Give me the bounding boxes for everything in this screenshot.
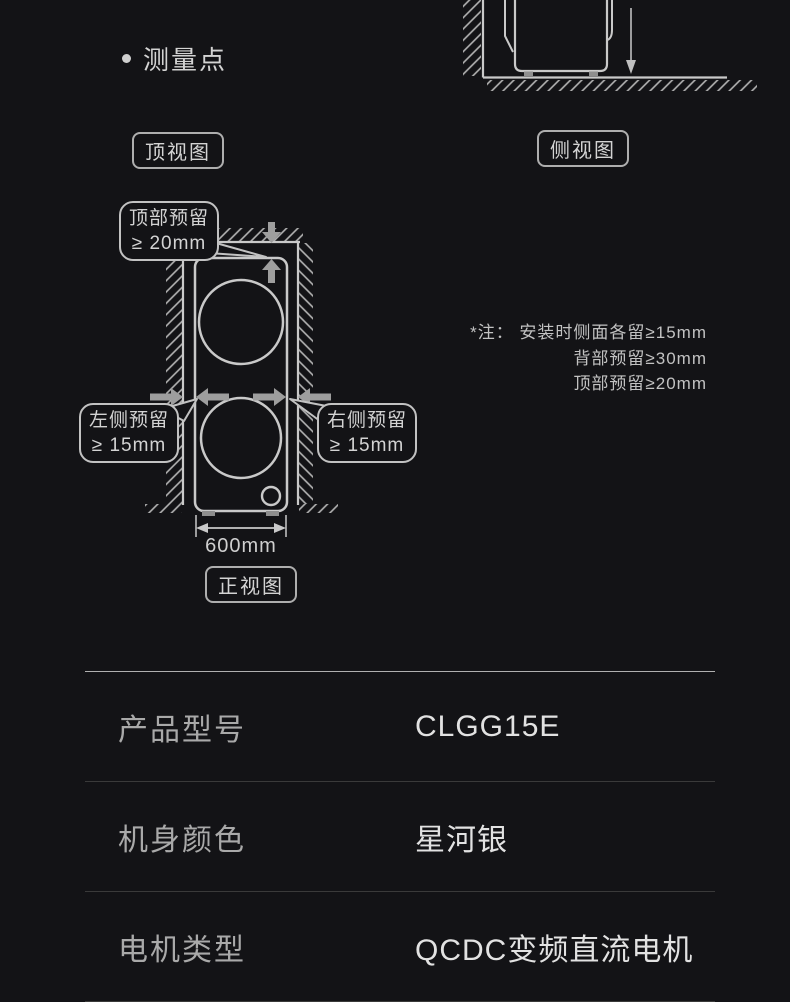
top-clearance-callout-title: 顶部预留 [129,208,210,229]
top-clearance-callout-value: ≥ 20mm [131,233,207,254]
note-line-1: *注： 安装时侧面各留≥15mm [470,323,707,342]
side-machine-body [513,0,609,73]
installation-note: *注： 安装时侧面各留≥15mm 背部预留≥30mm 顶部预留≥20mm [470,320,707,397]
front-view-label: 正视图 [205,566,297,603]
side-height-arrow-head-icon [626,60,636,74]
front-left-wall-hatch [166,246,182,504]
upper-drum-circle [197,278,285,366]
bullet-dot-icon [122,54,131,63]
right-clearance-callout-title: 右侧预留 [327,410,408,431]
lower-drum-circle [199,396,283,480]
left-clearance-inner-arrow-icon [196,388,229,406]
product-detail-section: { "bullet_item": { "label": "测量点" }, "vi… [79,0,757,1002]
side-machine-foot [589,71,598,76]
spec-table: 产品型号 CLGG15E 机身颜色 星河银 电机类型 QCDC变频直流电机 [85,671,715,1002]
table-row: 机身颜色 星河银 [85,782,715,892]
side-machine-back-edge [504,0,514,53]
measure-point-bullet-item: 测量点 [122,40,227,77]
width-dimension-label: 600mm [205,535,277,557]
drain-filter-circle [260,485,282,507]
right-clearance-inner-arrow-icon [253,388,286,406]
spec-row-label: 产品型号 [118,713,246,747]
spec-row-value: 星河银 [415,823,508,857]
front-machine-foot [266,511,279,516]
note-line-3: 顶部预留≥20mm [573,374,707,393]
dimension-arrow-right-icon [274,523,286,533]
left-clearance-callout-title: 左侧预留 [89,410,170,431]
side-machine-foot [524,71,533,76]
left-clearance-callout: 左侧预留 ≥ 15mm [79,403,180,463]
front-right-wall-hatch [299,243,313,504]
side-view-label: 侧视图 [537,130,629,167]
dimension-arrow-left-icon [196,523,208,533]
top-clearance-callout: 顶部预留 ≥ 20mm [119,201,220,261]
left-clearance-outer-arrow-icon [150,388,183,406]
side-wall-hatch [463,0,481,76]
measure-point-label: 测量点 [143,45,228,75]
front-machine-foot [202,511,215,516]
right-clearance-callout: 右侧预留 ≥ 15mm [317,403,418,463]
spec-row-value: QCDC变频直流电机 [415,933,694,967]
top-view-label: 顶视图 [132,132,224,169]
front-top-hatch [211,228,303,241]
spec-row-value: CLGG15E [415,709,561,743]
right-clearance-callout-value: ≥ 15mm [329,435,405,456]
front-view-drawing [145,222,343,537]
front-machine-body [193,256,289,513]
side-floor-hatch [487,80,757,91]
top-clearance-down-arrow-icon [262,222,281,243]
note-line-2: 背部预留≥30mm [573,348,707,368]
side-machine-front-edge [607,0,613,41]
side-view-drawing [463,0,757,91]
top-clearance-up-arrow-icon [262,259,281,283]
table-row: 产品型号 CLGG15E [85,672,715,782]
front-right-ground-hatch [299,504,338,513]
left-clearance-callout-value: ≥ 15mm [91,435,167,456]
spec-row-label: 机身颜色 [118,823,246,857]
table-row: 电机类型 QCDC变频直流电机 [85,892,715,1002]
front-left-ground-hatch [145,504,182,513]
spec-row-label: 电机类型 [118,933,246,967]
